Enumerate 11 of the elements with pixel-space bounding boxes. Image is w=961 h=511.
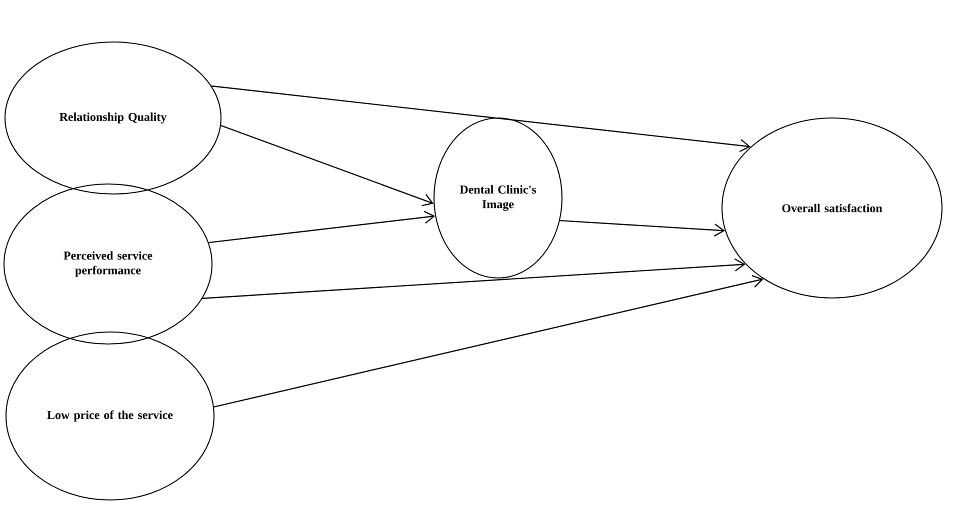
arrow [220,124,434,206]
arrow [208,210,436,244]
ellipse-node: Overall satisfaction [721,117,943,299]
arrow [560,220,726,237]
ellipse-node: Low price of the service [5,331,215,501]
arrow [214,274,764,408]
arrow [202,258,746,299]
ellipse-node: Perceived service performance [3,183,213,345]
ellipse-node: Dental Clinic's Image [433,117,563,279]
ellipse-node: Relationship Quality [4,41,222,195]
arrow [212,85,751,152]
